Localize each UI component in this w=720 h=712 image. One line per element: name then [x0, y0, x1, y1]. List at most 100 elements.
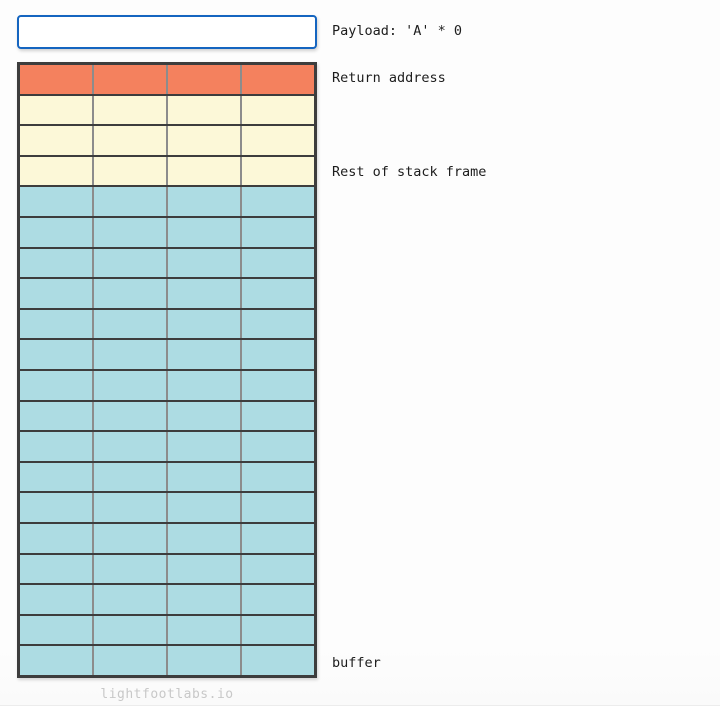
- stack-cell: [242, 187, 314, 216]
- stack-row-buffer: [20, 462, 314, 494]
- stack-row-stack-frame: [20, 156, 314, 188]
- stack-cell: [242, 462, 314, 492]
- stack-row-return-address: [20, 65, 314, 96]
- stack-cell: [94, 615, 168, 645]
- stack-cell: [242, 217, 314, 247]
- stack-cell: [94, 493, 168, 522]
- stack-cell: [20, 309, 94, 339]
- stack-cell: [94, 401, 168, 431]
- stack-row-buffer: [20, 248, 314, 280]
- stack-cell: [94, 462, 168, 492]
- stack-cell: [242, 279, 314, 308]
- stack-row-buffer: [20, 523, 314, 555]
- stack-cell: [168, 462, 242, 492]
- stack-cell: [94, 370, 168, 400]
- stack-cell: [20, 370, 94, 400]
- watermark: lightfootlabs.io: [100, 687, 234, 702]
- stack-cell: [94, 585, 168, 614]
- stack-cell: [94, 65, 168, 94]
- stack-cell: [168, 432, 242, 461]
- stack-cell: [20, 248, 94, 278]
- stack-cell: [168, 615, 242, 645]
- stack-cell: [20, 462, 94, 492]
- stack-cell: [168, 217, 242, 247]
- rest-of-stack-frame-label: Rest of stack frame: [332, 164, 487, 180]
- stack-row-buffer: [20, 615, 314, 647]
- stack-cell: [94, 95, 168, 125]
- stack-row-buffer: [20, 432, 314, 463]
- stack-row-buffer: [20, 187, 314, 218]
- stack-cell: [168, 65, 242, 94]
- stack-cell: [168, 126, 242, 155]
- stack-cell: [168, 554, 242, 584]
- stack-cell: [20, 493, 94, 522]
- stack-cell: [242, 340, 314, 369]
- stack-row-buffer: [20, 493, 314, 524]
- stack-cell: [168, 95, 242, 125]
- stack-row-buffer: [20, 554, 314, 586]
- stack-cell: [242, 646, 314, 675]
- payload-label: Payload: 'A' * 0: [332, 23, 463, 39]
- stack-cell: [20, 279, 94, 308]
- stack-row-buffer: [20, 401, 314, 433]
- stack-cell: [20, 95, 94, 125]
- stack-cell: [168, 340, 242, 369]
- stack-cell: [20, 126, 94, 155]
- stack-row-buffer: [20, 646, 314, 675]
- stack-row-stack-frame: [20, 126, 314, 157]
- stack-cell: [94, 217, 168, 247]
- stack-cell: [94, 432, 168, 461]
- stack-cell: [168, 187, 242, 216]
- stack-row-stack-frame: [20, 95, 314, 127]
- stack-cell: [242, 309, 314, 339]
- stack-cell: [20, 187, 94, 216]
- stack-cell: [20, 401, 94, 431]
- stack-cell: [242, 432, 314, 461]
- stack-cell: [20, 554, 94, 584]
- stack-cell: [242, 523, 314, 553]
- buffer-label: buffer: [332, 655, 381, 671]
- stack-cell: [94, 554, 168, 584]
- stack-row-buffer: [20, 279, 314, 310]
- stack-cell: [168, 493, 242, 522]
- stack-cell: [168, 279, 242, 308]
- stack-cell: [20, 585, 94, 614]
- stack-row-buffer: [20, 585, 314, 616]
- stack-cell: [242, 493, 314, 522]
- stack-cell: [20, 156, 94, 186]
- stack-cell: [168, 585, 242, 614]
- stack-cell: [94, 279, 168, 308]
- stack-row-buffer: [20, 340, 314, 371]
- stack-cell: [168, 401, 242, 431]
- stack-cell: [168, 248, 242, 278]
- stack-cell: [94, 126, 168, 155]
- stack-cell: [94, 187, 168, 216]
- stack-cell: [94, 340, 168, 369]
- stack-cell: [20, 523, 94, 553]
- stack-cell: [20, 340, 94, 369]
- stack-cell: [242, 401, 314, 431]
- stack-cell: [94, 156, 168, 186]
- stack-cell: [168, 646, 242, 675]
- stack-row-buffer: [20, 217, 314, 249]
- stack-row-buffer: [20, 309, 314, 341]
- stack-cell: [94, 309, 168, 339]
- stack-row-buffer: [20, 370, 314, 402]
- stack-cell: [94, 248, 168, 278]
- stack-cell: [168, 370, 242, 400]
- stack-cell: [20, 217, 94, 247]
- stack-cell: [242, 585, 314, 614]
- stack-cell: [168, 309, 242, 339]
- stack-cell: [242, 615, 314, 645]
- stack-cell: [242, 126, 314, 155]
- stack-cell: [94, 523, 168, 553]
- stack-cell: [20, 432, 94, 461]
- stack-cell: [242, 65, 314, 94]
- stack-cell: [20, 615, 94, 645]
- stack-cell: [168, 156, 242, 186]
- stack-cell: [242, 554, 314, 584]
- payload-input[interactable]: [17, 15, 317, 49]
- stack-cell: [94, 646, 168, 675]
- stack-cell: [242, 95, 314, 125]
